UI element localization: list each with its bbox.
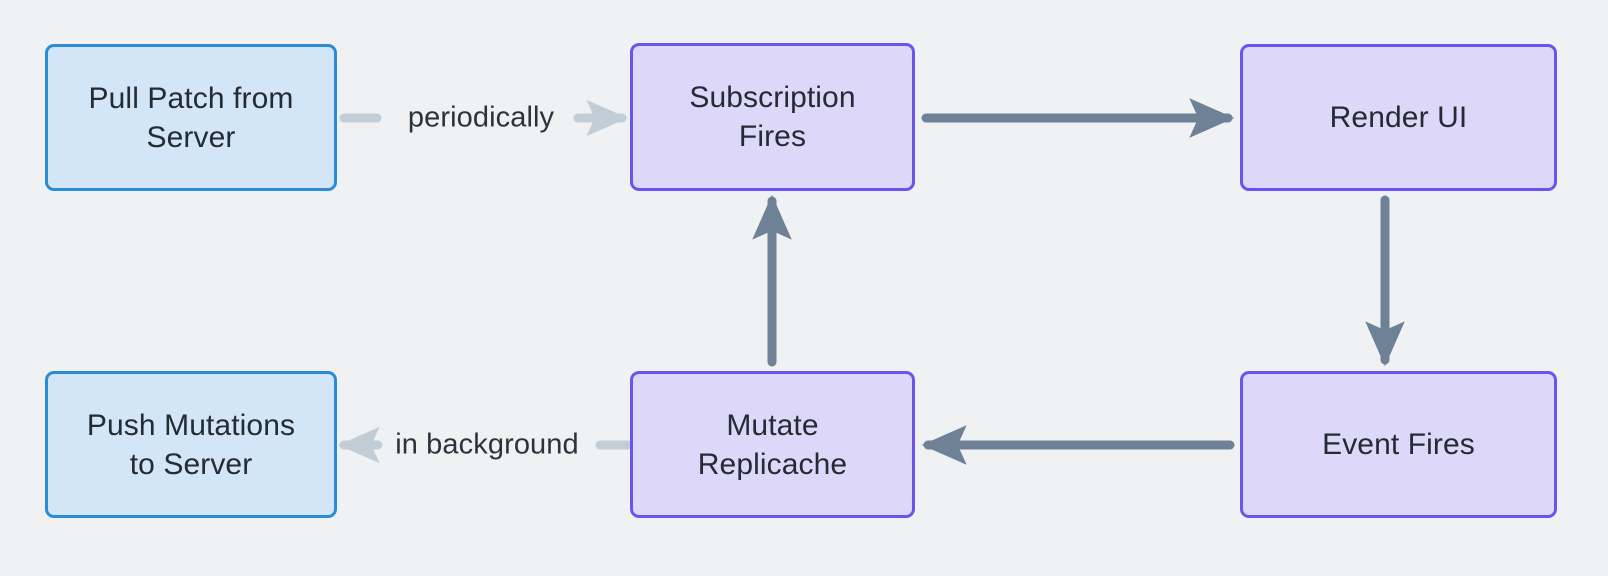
- node-subscription-fires[interactable]: Subscription Fires: [630, 43, 915, 191]
- node-label: Event Fires: [1322, 428, 1475, 461]
- node-pull-patch-from-server[interactable]: Pull Patch from Server: [45, 44, 337, 191]
- node-label: Subscription Fires: [689, 81, 856, 153]
- node-label: Push Mutations to Server: [86, 408, 296, 481]
- node-label: Render UI: [1329, 101, 1468, 134]
- node-push-mutations-to-server[interactable]: Push Mutations to Server: [45, 371, 337, 518]
- node-event-fires[interactable]: Event Fires: [1240, 371, 1557, 518]
- edge-label-periodically: periodically: [407, 101, 555, 134]
- node-render-ui[interactable]: Render UI: [1240, 44, 1557, 191]
- node-label: Mutate Replicache: [697, 408, 848, 481]
- node-label: Pull Patch from Server: [88, 81, 294, 154]
- node-mutate-replicache[interactable]: Mutate Replicache: [630, 371, 915, 518]
- edge-label-in-background: in background: [395, 428, 579, 461]
